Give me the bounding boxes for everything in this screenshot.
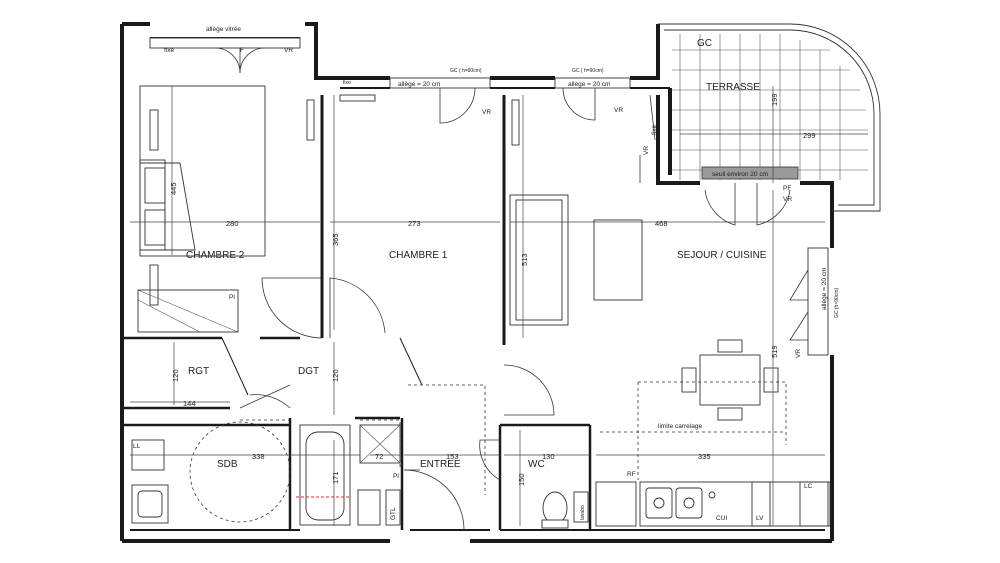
- note-f-ch2: F: [240, 47, 244, 54]
- room-label-wc: WC: [528, 459, 545, 470]
- dim-273: 273: [408, 219, 421, 228]
- sdb-fixtures: [131, 421, 401, 526]
- note-gc-right: GC (h=90cm): [834, 288, 840, 318]
- note-vr-ch2: VR: [284, 47, 293, 54]
- dim-335: 335: [698, 452, 711, 461]
- dim-513: 513: [520, 253, 529, 266]
- note-limite: limite carrelage: [658, 423, 702, 430]
- annotation-labels: allège vitrée fixe F VR GC ( h=90cm) all…: [133, 26, 840, 522]
- dim-150: 150: [517, 473, 526, 486]
- room-label-sejour: SEJOUR / CUISINE: [677, 250, 767, 261]
- note-pf: PF: [783, 185, 791, 192]
- bed-chambre2: [139, 85, 266, 306]
- kitchen-counter: [595, 481, 831, 527]
- note-fixe-ch2: fixe: [164, 47, 175, 54]
- dim-171: 171: [331, 471, 340, 484]
- note-fixe-ch1: fixe: [343, 80, 351, 86]
- doors: [239, 94, 656, 531]
- room-label-entree: ENTREE: [420, 459, 461, 470]
- dimension-labels: 280 273 468 445 365 513 519 199 299 120 …: [169, 93, 816, 486]
- dim-365: 365: [331, 233, 340, 246]
- note-allege-right: allège = 20 cm: [821, 268, 828, 310]
- note-vr-sej: VR: [614, 107, 623, 114]
- dim-120b: 120: [331, 369, 340, 382]
- wardrobe-chambre2: [137, 289, 239, 333]
- sofa-sejour: [509, 194, 643, 326]
- seuil-band: [701, 166, 799, 180]
- room-label-sdb: SDB: [217, 459, 238, 470]
- note-gc-sej: GC ( h=90cm): [572, 68, 604, 74]
- dim-130: 130: [542, 452, 555, 461]
- dim-72: 72: [375, 452, 383, 461]
- room-label-gc: GC: [697, 38, 712, 49]
- terrasse-outline: [658, 23, 881, 212]
- room-label-terrasse: TERRASSE: [706, 82, 760, 93]
- note-lv: LV: [756, 515, 764, 522]
- wc-fixtures: [541, 491, 589, 529]
- room-label-rgt: RGT: [188, 366, 209, 377]
- note-allege-sej: allège = 20 cm: [568, 81, 610, 88]
- note-lave-mains: lavabo: [580, 505, 586, 520]
- dim-280: 280: [226, 219, 239, 228]
- dining-table: [681, 339, 779, 421]
- dim-519: 519: [770, 345, 779, 358]
- dim-153: 153: [446, 452, 459, 461]
- dim-199: 199: [770, 93, 779, 106]
- windows: [149, 37, 829, 356]
- dimension-lines: [130, 86, 868, 526]
- note-pl-ch2: Pl: [229, 294, 235, 301]
- note-seuil: seuil environ 20 cm: [712, 171, 768, 178]
- note-allege-vitree: allège vitrée: [206, 26, 241, 33]
- note-vr-terr: VR: [643, 146, 650, 155]
- note-vr-ch1: VR: [482, 109, 491, 116]
- note-allege-ch1: allège = 20 cm: [398, 81, 440, 88]
- note-pl-entree: Pl: [393, 473, 399, 480]
- dim-144: 144: [183, 399, 196, 408]
- note-vr-right: VR: [795, 349, 802, 358]
- note-lc: LC: [804, 483, 813, 490]
- room-label-dgt: DGT: [298, 366, 319, 377]
- dim-468: 468: [655, 219, 668, 228]
- exterior-walls: [120, 22, 834, 543]
- room-label-chambre1: CHAMBRE 1: [389, 250, 448, 261]
- radiators: [306, 94, 520, 146]
- room-label-chambre2: CHAMBRE 2: [186, 250, 245, 261]
- note-fixe-terr: fixe: [651, 125, 658, 136]
- dim-445: 445: [169, 182, 178, 195]
- note-ll: LL: [133, 443, 141, 450]
- note-rf: RF: [627, 471, 636, 478]
- note-gc-ch1: GC ( h=90cm): [450, 68, 482, 74]
- dim-120a: 120: [171, 369, 180, 382]
- note-cui: CUI: [716, 515, 727, 522]
- note-vr-pf: VR: [783, 196, 792, 203]
- dim-299: 299: [803, 131, 816, 140]
- room-labels: TERRASSE GC CHAMBRE 2 CHAMBRE 1 SEJOUR /…: [186, 38, 767, 470]
- dim-338: 338: [252, 452, 265, 461]
- note-gtl: GTL: [390, 507, 397, 520]
